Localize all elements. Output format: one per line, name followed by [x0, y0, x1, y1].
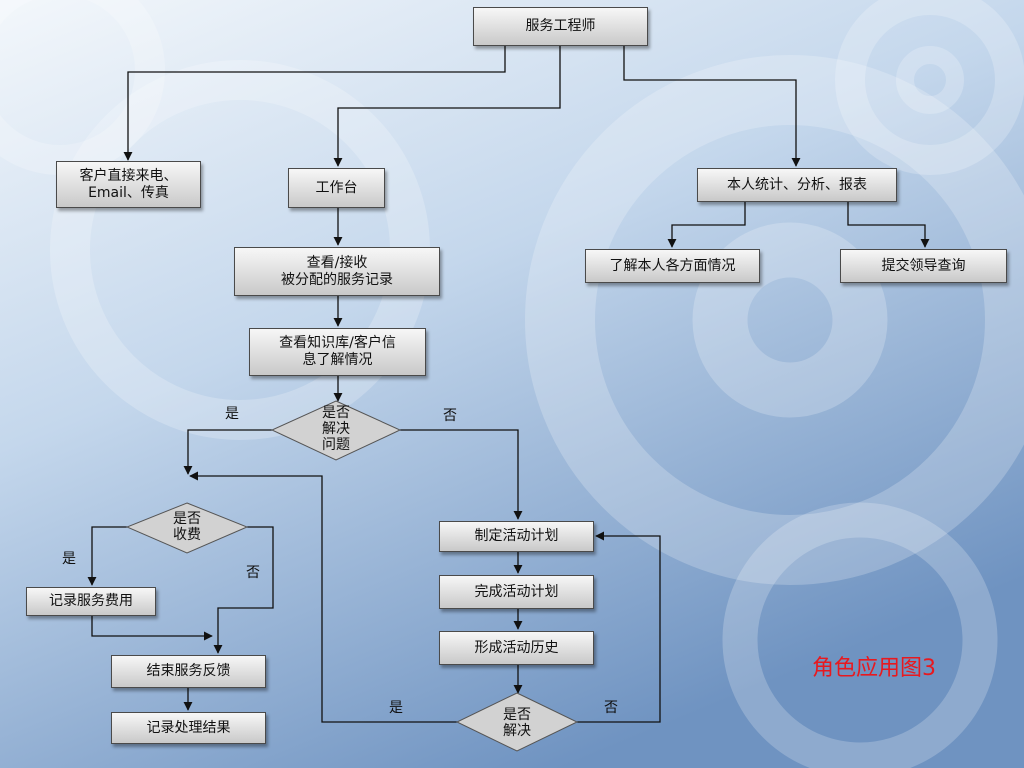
edge-decision-2-no-loop	[577, 531, 661, 723]
decision-charge-label: 是否 收费	[173, 511, 201, 543]
edge-engineer-to-direct-call	[123, 46, 506, 161]
node-workbench: 工作台	[288, 168, 385, 208]
edge-label-solved1-no: 否	[443, 408, 457, 424]
node-understand-self: 了解本人各方面情况	[585, 249, 760, 283]
node-record-fee-label: 记录服务费用	[49, 593, 133, 609]
node-record-fee: 记录服务费用	[26, 587, 156, 616]
decision-solved-1-label: 是否 解决 问题	[322, 405, 350, 453]
node-engineer-label: 服务工程师	[525, 18, 596, 34]
edge-decision-1-no	[400, 429, 523, 520]
edge-label-charge-no: 否	[246, 565, 260, 581]
edge-decision-1-yes	[183, 429, 272, 475]
decision-diamond-solved-2	[455, 692, 579, 752]
node-form-history: 形成活动历史	[439, 631, 594, 665]
node-finish-plan-label: 完成活动计划	[474, 583, 559, 600]
node-view-records: 查看/接收 被分配的服务记录	[234, 247, 440, 296]
edge-decision-2-yes-loop	[189, 471, 457, 723]
edge-record-fee-to-end-feedback	[91, 616, 213, 641]
edge-charge-no	[213, 526, 274, 654]
edge-label-charge-yes: 是	[62, 551, 76, 567]
decision-solved-2-label: 是否 解决	[503, 707, 531, 739]
edge-stats-to-submit-leader	[847, 202, 930, 248]
node-direct-call: 客户直接来电、 Email、传真	[56, 161, 201, 208]
node-form-history-label: 形成活动历史	[474, 639, 559, 656]
node-make-plan: 制定活动计划	[439, 521, 594, 552]
edge-engineer-to-workbench	[333, 46, 561, 167]
node-engineer: 服务工程师	[473, 7, 648, 46]
decision-diamond-charge	[125, 502, 249, 554]
edge-stats-to-understand-self	[667, 202, 746, 248]
node-view-kb-label: 查看知识库/客户信 息了解情况	[279, 335, 396, 368]
node-finish-plan: 完成活动计划	[439, 575, 594, 609]
node-understand-self-label: 了解本人各方面情况	[609, 257, 736, 274]
node-workbench-label: 工作台	[315, 179, 358, 196]
node-stats: 本人统计、分析、报表	[697, 168, 897, 202]
node-direct-call-label: 客户直接来电、 Email、传真	[79, 167, 178, 201]
node-record-result: 记录处理结果	[111, 712, 266, 744]
edge-engineer-to-stats	[623, 46, 801, 167]
node-submit-leader: 提交领导查询	[840, 249, 1007, 283]
edge-label-solved2-yes: 是	[389, 700, 403, 716]
node-end-feedback: 结束服务反馈	[111, 655, 266, 688]
node-view-records-label: 查看/接收 被分配的服务记录	[281, 254, 393, 288]
edge-charge-yes	[87, 526, 127, 586]
node-make-plan-label: 制定活动计划	[474, 528, 559, 544]
node-record-result-label: 记录处理结果	[146, 719, 231, 736]
node-stats-label: 本人统计、分析、报表	[727, 176, 867, 193]
node-end-feedback-label: 结束服务反馈	[146, 663, 231, 679]
diagram-caption: 角色应用图3	[812, 656, 936, 681]
edge-label-solved1-yes: 是	[225, 406, 239, 422]
decision-diamond-solved-1	[270, 400, 402, 461]
node-submit-leader-label: 提交领导查询	[881, 257, 966, 274]
edge-label-solved2-no: 否	[604, 700, 618, 716]
node-view-kb: 查看知识库/客户信 息了解情况	[249, 328, 426, 376]
